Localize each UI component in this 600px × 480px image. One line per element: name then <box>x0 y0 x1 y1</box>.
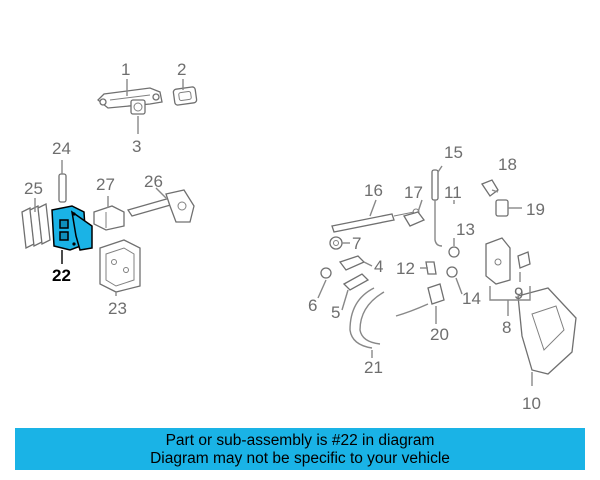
parts-diagram: 1 2 3 4 5 6 7 8 9 10 11 12 13 14 15 16 1… <box>21 60 577 413</box>
callout-5: 5 <box>331 303 340 322</box>
part-18-cylinder[interactable] <box>481 179 499 197</box>
callout-26: 26 <box>144 172 163 191</box>
part-19-bracket[interactable] <box>495 199 509 217</box>
callout-25: 25 <box>24 179 43 198</box>
callout-6: 6 <box>308 296 317 315</box>
callout-10: 10 <box>522 394 541 413</box>
callout-20: 20 <box>430 325 449 344</box>
part-27-bracket[interactable] <box>93 205 125 231</box>
part-23-hinge-plate[interactable] <box>99 239 141 293</box>
callout-14: 14 <box>462 289 481 308</box>
callout-8: 8 <box>502 318 511 337</box>
callout-3: 3 <box>132 137 141 156</box>
part-25-shims[interactable] <box>21 203 51 249</box>
part-6-clip[interactable] <box>320 267 332 279</box>
part-7-grommet[interactable] <box>329 236 343 250</box>
callout-12: 12 <box>396 259 415 278</box>
callout-16: 16 <box>364 181 383 200</box>
part-17-clip[interactable] <box>403 211 426 227</box>
part-21-weatherstrip[interactable] <box>349 287 385 349</box>
callout-24: 24 <box>52 139 71 158</box>
callout-9: 9 <box>514 284 523 303</box>
part-20-actuator[interactable] <box>395 283 445 317</box>
callout-4: 4 <box>374 257 383 276</box>
callout-18: 18 <box>498 155 517 174</box>
caption-line-1: Part or sub-assembly is #22 in diagram <box>165 432 435 449</box>
part-11-rod[interactable] <box>434 200 443 247</box>
callout-23: 23 <box>108 299 127 318</box>
callout-11: 11 <box>444 183 462 202</box>
part-13-bushing[interactable] <box>448 246 460 258</box>
part-16-rod[interactable] <box>331 208 420 233</box>
part-3-lock-cylinder[interactable] <box>130 99 146 115</box>
callout-27: 27 <box>96 175 115 194</box>
callout-19: 19 <box>526 200 545 219</box>
part-1-outside-handle[interactable] <box>97 87 163 109</box>
part-8-latch[interactable] <box>485 237 511 285</box>
part-14-bushing[interactable] <box>446 266 458 278</box>
part-12-clip[interactable] <box>425 261 437 275</box>
callout-15: 15 <box>444 143 463 162</box>
part-2-handle-bezel[interactable] <box>172 86 198 106</box>
caption-line-2: Diagram may not be specific to your vehi… <box>150 450 450 467</box>
callout-2: 2 <box>177 60 186 79</box>
callout-13: 13 <box>456 220 475 239</box>
caption-banner: Part or sub-assembly is #22 in diagram D… <box>15 428 585 470</box>
part-24-rod[interactable] <box>58 173 67 203</box>
callout-1: 1 <box>121 60 130 79</box>
part-5-bellcrank[interactable] <box>342 273 370 291</box>
part-4-inside-handle[interactable] <box>338 255 366 271</box>
callout-17: 17 <box>404 183 423 202</box>
part-26-door-check[interactable] <box>126 189 195 223</box>
callout-21: 21 <box>364 358 383 377</box>
part-10-latch-bracket[interactable] <box>517 287 577 375</box>
callout-22: 22 <box>52 266 71 285</box>
part-15-rod[interactable] <box>431 169 439 201</box>
part-22-door-hinge[interactable] <box>51 205 93 251</box>
callout-7: 7 <box>352 234 361 253</box>
part-9-clip[interactable] <box>517 251 531 269</box>
